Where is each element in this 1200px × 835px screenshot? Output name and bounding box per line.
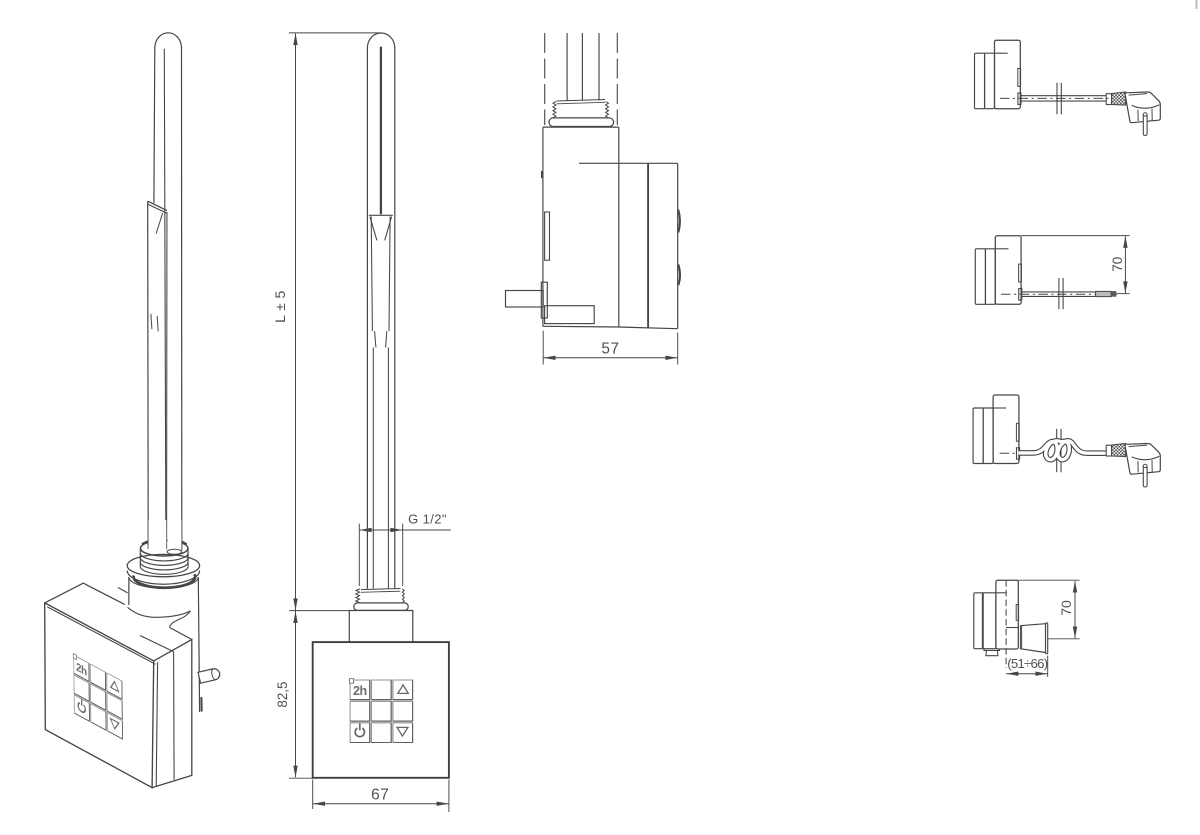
- svg-text:(51÷66): (51÷66): [1007, 656, 1047, 671]
- svg-text:G 1/2": G 1/2": [408, 511, 447, 526]
- svg-text:2h: 2h: [353, 684, 367, 698]
- svg-text:L ± 5: L ± 5: [272, 290, 288, 323]
- svg-text:2h: 2h: [76, 661, 87, 679]
- svg-text:67: 67: [371, 786, 389, 803]
- svg-text:82,5: 82,5: [275, 682, 290, 708]
- svg-text:70: 70: [1058, 600, 1074, 616]
- svg-text:70: 70: [1110, 257, 1125, 272]
- svg-text:57: 57: [601, 341, 619, 358]
